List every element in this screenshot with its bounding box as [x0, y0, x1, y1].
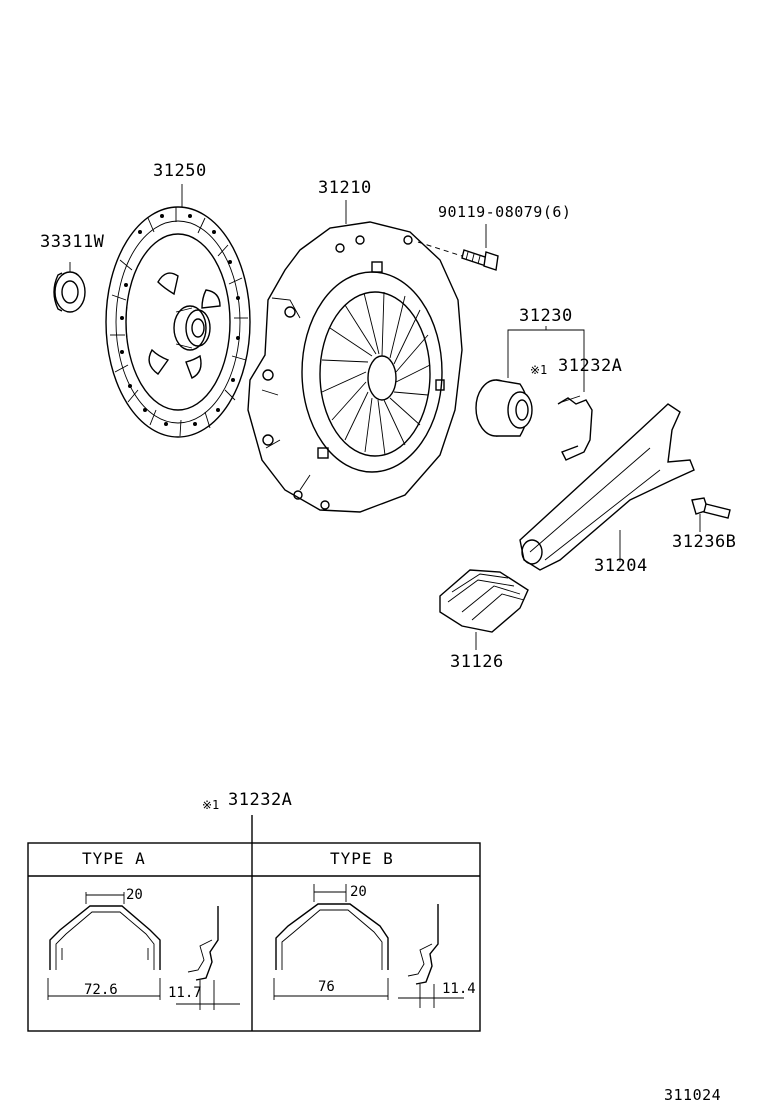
part-label-cover: 31210 [318, 178, 372, 198]
type-b-depth: 11.4 [442, 981, 476, 997]
clutch-cover-drawing [247, 221, 463, 513]
release-bearing-drawing [475, 326, 585, 437]
type-a-bottom-width: 72.6 [84, 982, 118, 998]
type-a-depth: 11.7 [168, 985, 202, 1001]
clip-drawing [557, 395, 593, 461]
type-a-top-width: 20 [126, 887, 143, 903]
part-label-clip: 31232A [558, 356, 623, 376]
part-label-boot: 31126 [450, 652, 504, 672]
detail-title: 31232A [228, 790, 293, 810]
type-b-header: TYPE B [330, 849, 394, 868]
figure-number: 311024 [664, 1086, 722, 1104]
note-mark: ※1 [530, 363, 548, 377]
type-a-header: TYPE A [82, 849, 146, 868]
detail-note-mark: ※1 [202, 798, 220, 812]
part-label-bolt: 90119-08079(6) [438, 203, 572, 221]
boot-drawing [439, 569, 529, 650]
type-b-top-width: 20 [350, 884, 367, 900]
type-b-bottom-width: 76 [318, 979, 335, 995]
part-label-disc: 31250 [153, 161, 207, 181]
part-label-pilot-bearing: 33311W [40, 232, 105, 252]
pilot-bearing-drawing [53, 262, 86, 313]
part-label-bearing-assy: 31230 [519, 306, 573, 326]
fork-bolt-drawing [691, 497, 731, 530]
part-label-fork: 31204 [594, 556, 648, 576]
clip-detail-table [27, 815, 481, 1032]
part-label-fork-bolt: 31236B [672, 532, 737, 552]
release-fork-drawing [519, 403, 695, 571]
leader-lines [181, 184, 701, 532]
clutch-disc-drawing [105, 206, 251, 438]
bolt-drawing [417, 241, 499, 271]
